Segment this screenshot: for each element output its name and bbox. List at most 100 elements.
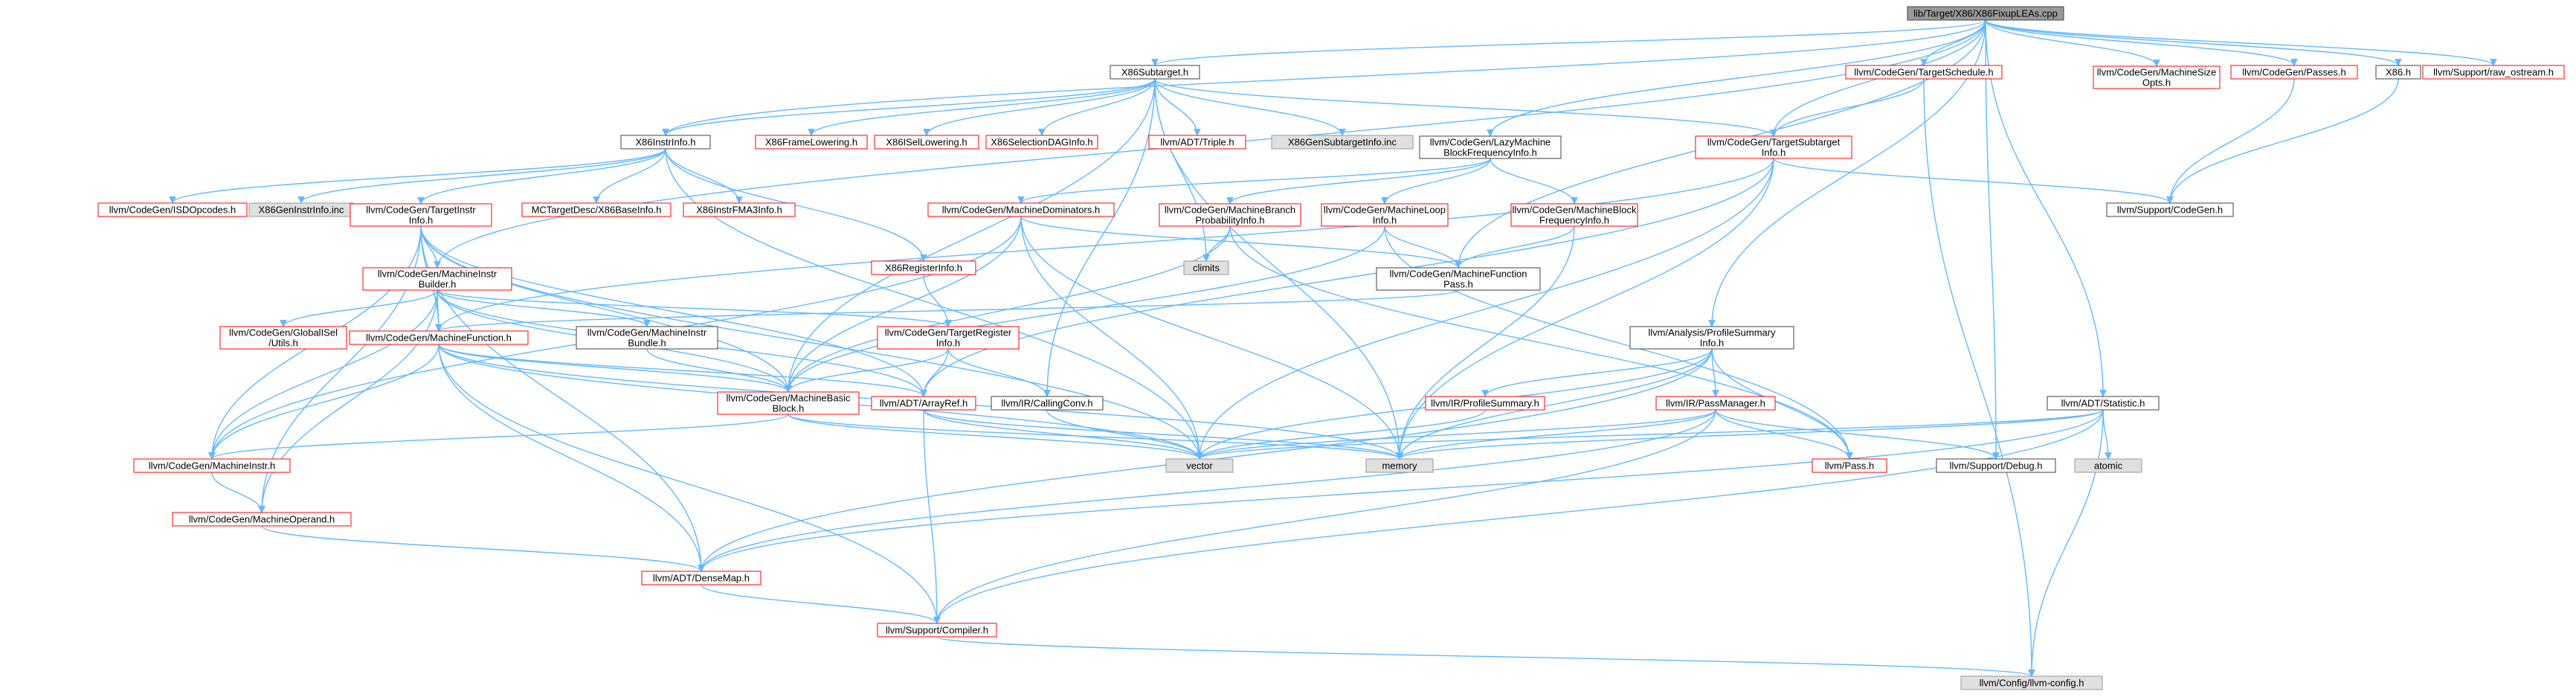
graph-node-callingconv[interactable]: llvm/IR/CallingConv.h [991, 396, 1104, 411]
graph-node-passmanager[interactable]: llvm/IR/PassManager.h [1655, 396, 1776, 411]
graph-node-x86subtarget[interactable]: X86Subtarget.h [1110, 65, 1200, 80]
graph-node-machinedominators[interactable]: llvm/CodeGen/MachineDominators.h [927, 202, 1115, 217]
node-box [172, 512, 352, 527]
graph-node-statistic[interactable]: llvm/ADT/Statistic.h [2047, 396, 2160, 411]
graph-node-mctargetdesc[interactable]: MCTargetDesc/X86BaseInfo.h [521, 202, 672, 217]
node-label: X86InstrFMA3Info.h [696, 205, 782, 216]
graph-node-vector[interactable]: vector [1165, 458, 1234, 473]
edge-statistic-to-llvmconfig [2028, 409, 2104, 677]
graph-node-irprofilesummary[interactable]: llvm/IR/ProfileSummary.h [1425, 396, 1545, 411]
graph-node-machinefunction[interactable]: llvm/CodeGen/MachineFunction.h [349, 330, 529, 345]
edge-x86instrinfo-to-targetinstrinfo [417, 148, 666, 205]
node-box [133, 458, 291, 473]
edge-mbb-to-memory [788, 414, 1403, 460]
edge-mbpi-to-passh [1229, 225, 1853, 460]
edge-passmanager-to-vector [1196, 409, 1716, 460]
node-label: Builder.h [419, 279, 457, 290]
graph-node-llvmconfig[interactable]: llvm/Config/llvm-config.h [1960, 675, 2103, 690]
edge-profilesummary-to-memory [1396, 348, 1713, 460]
node-label: X86.h [2386, 67, 2411, 78]
edge-root-to-rawostream [1985, 19, 2497, 66]
graph-node-root[interactable]: lib/Target/X86/X86FixupLEAs.cpp [1907, 6, 2064, 21]
edge-root-to-x86instrinfo [662, 19, 1986, 136]
edge-mibuilder-to-targetreginfo [437, 289, 952, 327]
edge-densemap-to-compiler [701, 584, 941, 624]
edge-root-to-machinesizeopts [1985, 19, 2160, 67]
graph-node-isdopcodes[interactable]: llvm/CodeGen/ISDOpcodes.h [97, 202, 248, 217]
graph-node-passes[interactable]: llvm/CodeGen/Passes.h [2230, 65, 2358, 80]
graph-node-machineinstr[interactable]: llvm/CodeGen/MachineInstr.h [133, 458, 291, 473]
node-label: llvm/ADT/Statistic.h [2061, 398, 2145, 409]
node-label: X86RegisterInfo.h [885, 263, 962, 274]
edge-x86subtarget-to-targetsubtarget [1154, 78, 1777, 137]
graph-node-x86h[interactable]: X86.h [2375, 65, 2421, 80]
edge-x86subtarget-to-climits [1154, 78, 1210, 262]
graph-node-compiler[interactable]: llvm/Support/Compiler.h [877, 623, 997, 637]
edge-passmanager-to-supportdebug [1715, 409, 2000, 460]
node-label: llvm/Support/Compiler.h [886, 625, 988, 636]
graph-node-triple[interactable]: llvm/ADT/Triple.h [1148, 135, 1246, 150]
node-label: Info.h [1700, 338, 1725, 349]
edge-x86instrinfo-to-x86instrfma3 [665, 148, 743, 204]
graph-node-lazymbfi[interactable]: llvm/CodeGen/LazyMachineBlockFrequencyIn… [1419, 135, 1562, 159]
graph-node-x86instrfma3[interactable]: X86InstrFMA3Info.h [683, 202, 796, 217]
node-label: llvm/CodeGen/LazyMachine [1430, 137, 1551, 148]
graph-node-x86registerinfo[interactable]: X86RegisterInfo.h [871, 260, 976, 275]
node-label: llvm/CodeGen/MachineInstr [587, 327, 707, 338]
node-box [2106, 202, 2234, 217]
node-box [641, 571, 761, 585]
graph-node-globalisel[interactable]: llvm/CodeGen/GlobalISel/Utils.h [219, 326, 347, 350]
node-box [755, 135, 868, 150]
graph-node-densemap[interactable]: llvm/ADT/DenseMap.h [641, 571, 761, 585]
node-label: llvm/CodeGen/MachineLoop [1324, 205, 1446, 216]
graph-node-arrayref[interactable]: llvm/ADT/ArrayRef.h [871, 396, 976, 411]
graph-node-targetschedule[interactable]: llvm/CodeGen/TargetSchedule.h [1845, 65, 2003, 80]
edge-machinedominators-to-mfpass [1020, 216, 1462, 269]
node-label: llvm/Support/Debug.h [1949, 460, 2042, 472]
edge-compiler-to-llvmconfig [936, 636, 2035, 677]
edge-machinefunction-to-densemap [438, 344, 705, 572]
graph-node-atomic[interactable]: atomic [2074, 458, 2142, 473]
graph-node-memory[interactable]: memory [1365, 458, 1434, 473]
edge-root-to-x86h [1985, 19, 2402, 66]
node-box [1936, 458, 2056, 473]
graph-node-x86instrinfo[interactable]: X86InstrInfo.h [620, 135, 711, 150]
node-label: X86GenInstrInfo.inc [259, 205, 344, 216]
graph-node-x86isellowering[interactable]: X86ISelLowering.h [874, 135, 979, 150]
edge-passmanager-to-densemap [698, 409, 1716, 572]
edge-targetinstrinfo-to-vector [420, 225, 1203, 460]
node-box [2230, 65, 2358, 80]
graph-node-supportcodegen[interactable]: llvm/Support/CodeGen.h [2106, 202, 2234, 217]
node-label: Info.h [1762, 147, 1786, 158]
edge-machinedominators-to-memory [1020, 216, 1403, 460]
graph-node-climits[interactable]: climits [1183, 260, 1229, 275]
graph-node-x86framelowering[interactable]: X86FrameLowering.h [755, 135, 868, 150]
node-label: Opts.h [2142, 77, 2171, 89]
graph-node-mbpi[interactable]: llvm/CodeGen/MachineBranchProbabilityInf… [1159, 203, 1301, 227]
node-label: llvm/Pass.h [1825, 460, 1874, 472]
graph-node-x86gensubtarget[interactable]: X86GenSubtargetInfo.inc [1271, 135, 1414, 150]
graph-node-x86selectiondag[interactable]: X86SelectionDAGInfo.h [985, 135, 1098, 150]
node-box [1960, 675, 2103, 690]
edge-mbpi-to-climits [1202, 225, 1231, 262]
node-label: memory [1382, 460, 1417, 472]
graph-node-machineoperand[interactable]: llvm/CodeGen/MachineOperand.h [172, 512, 352, 527]
edge-machinefunction-to-compiler [438, 344, 941, 624]
graph-node-rawostream[interactable]: llvm/Support/raw_ostream.h [2422, 65, 2565, 80]
edge-targetinstrinfo-to-arrayref [420, 225, 927, 397]
graph-node-supportdebug[interactable]: llvm/Support/Debug.h [1936, 458, 2056, 473]
graph-node-x86geninstrinfo[interactable]: X86GenInstrInfo.inc [248, 202, 354, 217]
graph-node-passh[interactable]: llvm/Pass.h [1812, 458, 1887, 473]
